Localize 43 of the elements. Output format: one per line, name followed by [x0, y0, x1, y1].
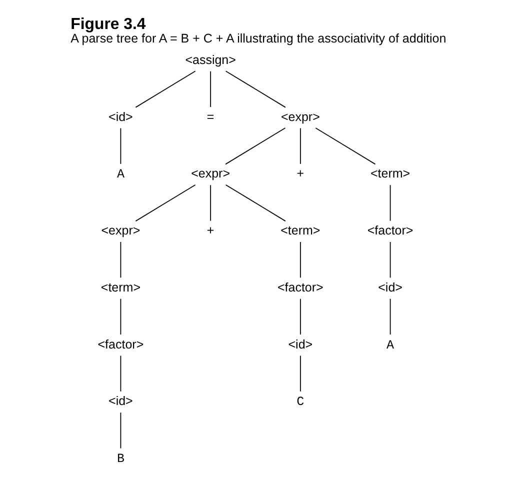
- connector: [120, 298, 122, 335]
- connector: [120, 242, 122, 278]
- caption: A parse tree for A = B + C + A illustrating the associativity of addition: [70, 31, 446, 46]
- connector: [300, 128, 301, 164]
- connector: [120, 128, 122, 164]
- node-text: +: [206, 224, 214, 239]
- connector: [315, 128, 376, 165]
- node-text: <id>: [378, 280, 402, 294]
- connector: [210, 70, 212, 108]
- node-text: <expr>: [280, 110, 320, 124]
- node-text: <term>: [100, 280, 141, 294]
- node-text: <term>: [280, 224, 320, 238]
- node-text: A: [386, 338, 394, 352]
- node-text: +: [296, 168, 304, 182]
- node-text: <factor>: [277, 280, 324, 294]
- connector: [225, 184, 286, 222]
- connector: [135, 70, 196, 108]
- connector: [390, 298, 391, 335]
- connector: [120, 412, 122, 449]
- connector: [210, 184, 212, 222]
- node-text: C: [296, 395, 304, 410]
- connector: [120, 355, 122, 392]
- connector: [300, 298, 301, 335]
- node-text: B: [116, 452, 124, 466]
- connector: [225, 128, 286, 165]
- connector: [300, 355, 301, 392]
- node-text: <term>: [370, 166, 410, 181]
- connector: [300, 242, 301, 278]
- node-text: <id>: [108, 110, 133, 124]
- node-text: <expr>: [101, 224, 140, 238]
- diagram-title: Figure 3.4: [70, 16, 146, 34]
- node-text: A: [116, 168, 124, 182]
- connector: [135, 184, 196, 222]
- node-text: <id>: [108, 394, 133, 408]
- node-text: <factor>: [98, 337, 144, 352]
- node-text: <factor>: [367, 224, 414, 238]
- connector: [390, 184, 391, 222]
- node-text: <id>: [288, 337, 313, 352]
- connector: [390, 242, 391, 278]
- node-text: <expr>: [191, 166, 230, 181]
- node-text: =: [206, 110, 214, 125]
- node-text: <assign>: [185, 52, 236, 67]
- connector: [225, 70, 286, 108]
